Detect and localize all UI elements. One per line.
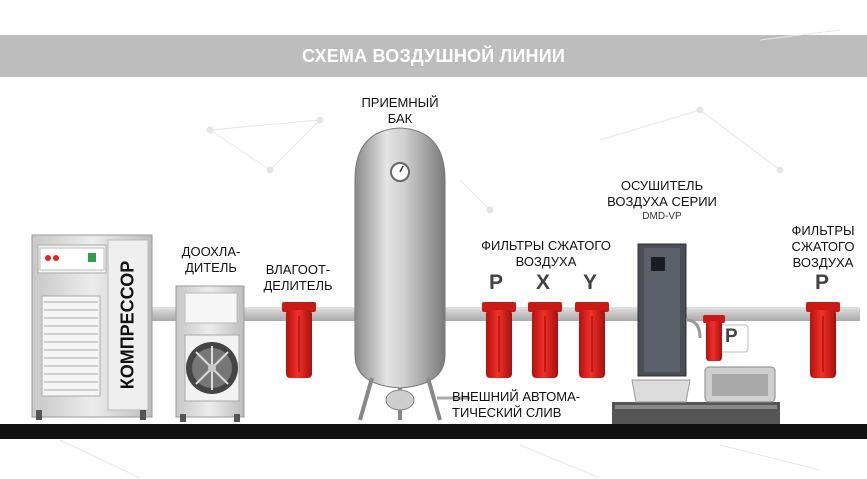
diagram-title: СХЕМА ВОЗДУШНОЙ ЛИНИИ xyxy=(301,46,566,66)
separator-label: ВЛАГООТ-ДЕЛИТЕЛЬ xyxy=(263,262,333,293)
filter-x xyxy=(528,302,562,378)
title-banner: СХЕМА ВОЗДУШНОЙ ЛИНИИ xyxy=(0,35,867,77)
aftercooler xyxy=(175,285,245,422)
filter-grade-p-3: P xyxy=(815,271,830,294)
filter-grade-x: X xyxy=(536,271,551,294)
filter-grade-p-2: P xyxy=(725,326,738,347)
compressor-label: КОМПРЕССОР xyxy=(117,260,138,390)
filter-grade-y: Y xyxy=(583,271,598,294)
filter-p-2 xyxy=(703,315,725,361)
floor xyxy=(0,424,867,439)
aftercooler-label: ДООХЛА-ДИТЕЛЬ xyxy=(181,244,241,275)
filter-y xyxy=(575,302,609,378)
compressor xyxy=(31,234,153,420)
filter-p-3 xyxy=(806,302,840,378)
air-dryer xyxy=(612,243,780,424)
separator-filter xyxy=(282,302,316,378)
filter-grade-p-1: P xyxy=(489,271,504,294)
receiver-tank xyxy=(354,127,470,421)
filter-p-1 xyxy=(482,302,516,378)
background-network xyxy=(59,29,841,479)
dryer-model: DMD-VP xyxy=(642,211,682,222)
drain-label: ВНЕШНИЙ АВТОМА-ТИЧЕСКИЙ СЛИВ xyxy=(452,389,581,420)
